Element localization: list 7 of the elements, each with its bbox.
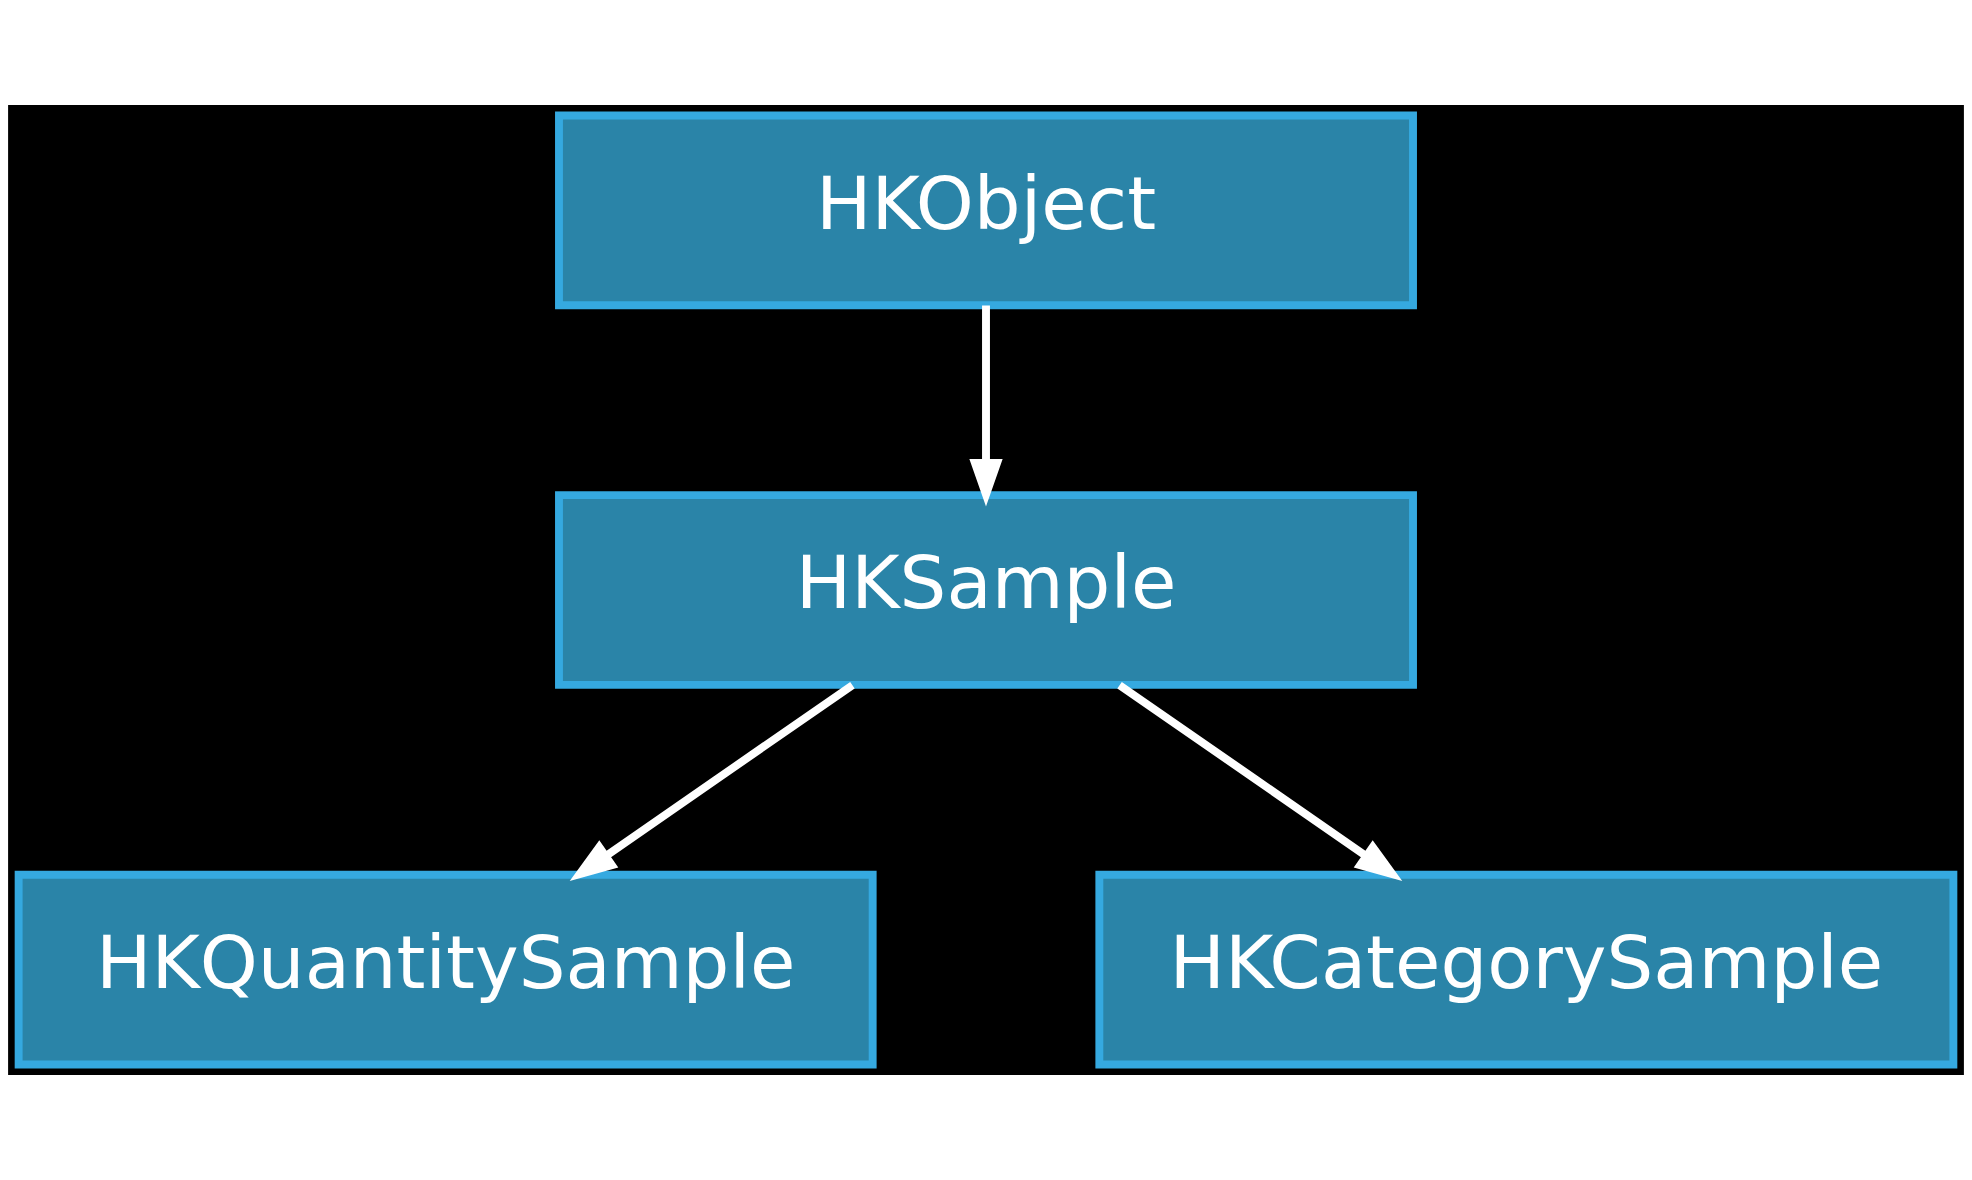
node-box: HKQuantitySample: [14, 870, 877, 1069]
arrow: [1117, 681, 1403, 881]
node-box: HKObject: [555, 111, 1417, 310]
node-box: HKCategorySample: [1095, 870, 1958, 1069]
arrow: [969, 305, 1003, 507]
node-box: HKSample: [555, 491, 1417, 689]
arrow: [569, 681, 855, 881]
